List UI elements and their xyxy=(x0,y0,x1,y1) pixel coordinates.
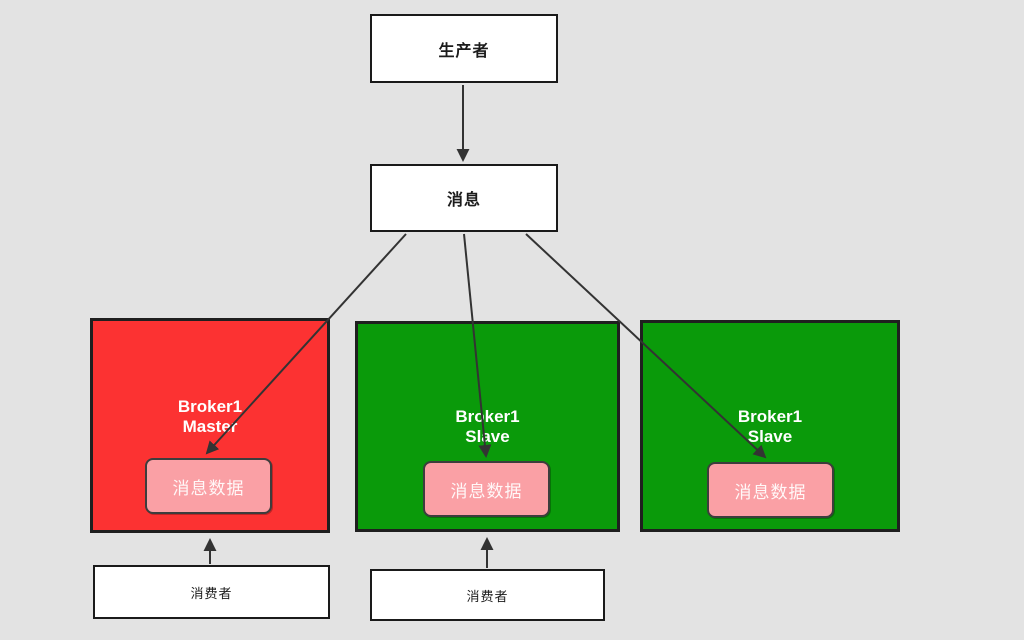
producer-node: 生产者 xyxy=(370,14,558,83)
producer-label: 生产者 xyxy=(438,42,490,60)
broker-slave1-name: Broker1 xyxy=(455,407,520,426)
broker-master-name: Broker1 xyxy=(177,397,243,416)
broker-slave2-data-box: 消息数据 xyxy=(707,462,834,518)
broker-master-role: Master xyxy=(182,417,238,436)
consumer2-node: 消费者 xyxy=(370,569,605,621)
consumer2-label: 消费者 xyxy=(466,588,509,604)
broker-master-data-box: 消息数据 xyxy=(145,458,272,514)
broker-slave1-role: Slave xyxy=(465,427,510,446)
broker-slave2-role: Slave xyxy=(747,427,793,446)
broker-slave1-data-box: 消息数据 xyxy=(423,461,550,517)
consumer1-label: 消费者 xyxy=(190,585,233,601)
broker-master-data-label: 消息数据 xyxy=(172,478,245,498)
message-label: 消息 xyxy=(446,192,481,209)
broker-slave2-name: Broker1 xyxy=(737,407,803,426)
message-node: 消息 xyxy=(370,164,558,232)
consumer1-node: 消费者 xyxy=(93,565,330,619)
broker-slave2-data-label: 消息数据 xyxy=(734,482,807,502)
broker-slave1-data-label: 消息数据 xyxy=(450,481,523,501)
